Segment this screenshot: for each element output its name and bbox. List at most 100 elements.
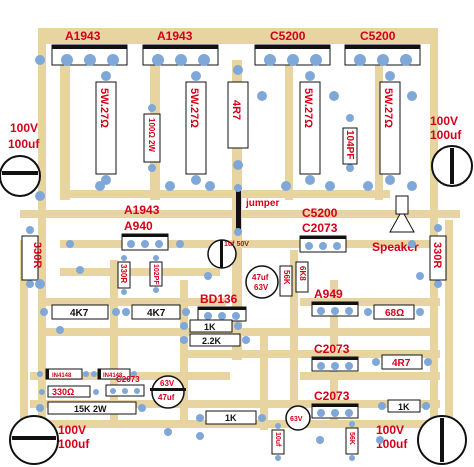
resistor-6k8-label: 6K8 bbox=[298, 266, 307, 281]
resistor-r4: 5W.27Ω bbox=[299, 71, 321, 185]
capacitor-left-top: 100V 100uf bbox=[0, 121, 41, 197]
resistor-1k-a-label: 1K bbox=[204, 322, 216, 332]
resistor-1k-c-label: 1K bbox=[225, 413, 237, 423]
capacitor-47uf: 47uf 63V bbox=[245, 265, 279, 299]
transistor-q1: A1943 bbox=[51, 29, 128, 66]
resistor-68ohm-label: 68Ω bbox=[385, 308, 404, 319]
capacitor-104pf-label: 104PF bbox=[344, 130, 355, 159]
capacitor-right-top-value: 100uf bbox=[430, 128, 462, 142]
capacitor-left-bottom-voltage: 100V bbox=[58, 423, 86, 437]
resistor-4r7-b-label: 4R7 bbox=[392, 358, 411, 369]
capacitor-right-top-voltage: 100V bbox=[430, 114, 458, 128]
resistor-100ohm-label: 100Ω 2W bbox=[147, 118, 156, 152]
transistor-c2073-a: C2073 bbox=[311, 342, 359, 372]
transistor-mid-right-label-2: C2073 bbox=[302, 221, 338, 235]
resistor-r3-label: 4R7 bbox=[230, 100, 242, 120]
resistor-56k-mid: 56K bbox=[279, 265, 293, 297]
resistor-r2: 5W.27Ω bbox=[185, 71, 207, 185]
transistor-mid-left: A1943 A940 bbox=[121, 203, 169, 251]
resistor-68ohm: 68Ω bbox=[364, 304, 424, 320]
transistor-mid-right: C5200 C2073 bbox=[299, 206, 347, 253]
capacitor-102pf-label: 102PF bbox=[152, 264, 159, 285]
resistor-330r-left-label: 330R bbox=[31, 242, 43, 268]
transistor-q3-label: C5200 bbox=[270, 29, 306, 43]
capacitor-63v-b-label: 63V bbox=[290, 416, 303, 423]
resistor-330ohm-low: 330Ω bbox=[39, 385, 99, 398]
capacitor-left-top-value: 100uf bbox=[8, 137, 40, 151]
resistor-r5: 5W.27Ω bbox=[379, 71, 401, 185]
resistor-56k-low: 56K bbox=[345, 421, 359, 461]
transistor-q4-label: C5200 bbox=[360, 29, 396, 43]
resistor-56k-mid-label: 56K bbox=[282, 270, 291, 285]
resistor-1k-a: 1K bbox=[180, 319, 242, 333]
capacitor-47uf-voltage: 63V bbox=[254, 283, 269, 292]
resistor-4k7-a: 4K7 bbox=[40, 304, 120, 320]
resistor-4k7-b-label: 4K7 bbox=[147, 308, 166, 319]
transistor-mid-left-label-1: A1943 bbox=[124, 203, 160, 217]
transistor-mid-left-label-2: A940 bbox=[124, 219, 153, 233]
resistor-r2-label: 5W.27Ω bbox=[188, 88, 200, 128]
resistor-56k-low-label: 56K bbox=[348, 432, 355, 445]
transistor-c2073-small: C2073 bbox=[105, 375, 145, 397]
resistor-330r-small: 330R bbox=[117, 255, 131, 295]
transistor-mid-right-label-1: C5200 bbox=[302, 206, 338, 220]
capacitor-1uf: 1uf 50V bbox=[207, 239, 249, 269]
resistor-330r-right: 330R bbox=[429, 224, 447, 288]
resistor-1k-b: 1K bbox=[378, 399, 430, 413]
resistor-330r-left: 330R bbox=[21, 226, 43, 288]
capacitor-left-bottom-value: 100uf bbox=[58, 437, 90, 451]
resistor-r3: 4R7 bbox=[227, 65, 249, 170]
resistor-4k7-a-label: 4K7 bbox=[70, 308, 89, 319]
capacitor-63v: 63V 47uf bbox=[150, 375, 186, 409]
capacitor-left-bottom: 100V 100uf bbox=[9, 415, 90, 465]
resistor-r4-label: 5W.27Ω bbox=[302, 88, 314, 128]
jumper-label: jumper bbox=[245, 198, 279, 209]
capacitor-104pf: 104PF bbox=[342, 114, 358, 172]
transistor-q2: A1943 bbox=[142, 29, 219, 66]
resistor-100ohm: 100Ω 2W bbox=[143, 104, 161, 172]
capacitor-10uf: 10uf bbox=[271, 423, 285, 461]
transistor-c2073-b-label: C2073 bbox=[314, 389, 350, 403]
capacitor-10uf-label: 10uf bbox=[274, 432, 281, 447]
resistor-4r7-b: 4R7 bbox=[372, 354, 432, 370]
resistor-2k2-label: 2.2K bbox=[202, 336, 222, 346]
resistor-330r-small-label: 330R bbox=[119, 264, 128, 283]
capacitor-1uf-label: 1uf 50V bbox=[224, 241, 249, 248]
transistor-q4: C5200 bbox=[344, 29, 421, 66]
resistor-r5-label: 5W.27Ω bbox=[382, 88, 394, 128]
capacitor-right-bottom: 100V 100uf bbox=[376, 415, 467, 465]
speaker-terminal: Speaker bbox=[372, 195, 419, 254]
transistor-c2073-small-label: C2073 bbox=[116, 375, 140, 384]
resistor-r1-label: 5W.27Ω bbox=[98, 88, 110, 128]
resistor-330r-right-label: 330R bbox=[431, 242, 443, 268]
capacitor-right-bottom-voltage: 100V bbox=[376, 423, 404, 437]
transistor-q1-label: A1943 bbox=[65, 29, 101, 43]
resistor-4k7-b: 4K7 bbox=[122, 304, 190, 320]
resistor-6k8: 6K8 bbox=[295, 261, 309, 293]
resistor-330ohm-low-label: 330Ω bbox=[52, 387, 74, 397]
diode-1-label: IN4148 bbox=[52, 373, 72, 379]
transistor-q3: C5200 bbox=[254, 29, 331, 66]
diode-2-label: IN4148 bbox=[103, 373, 123, 379]
capacitor-63v-voltage: 63V bbox=[160, 379, 175, 388]
transistor-bd136: BD136 bbox=[197, 292, 247, 322]
speaker-label: Speaker bbox=[372, 240, 419, 254]
transistor-c2073-a-label: C2073 bbox=[314, 342, 350, 356]
capacitor-47uf-value: 47uf bbox=[252, 273, 269, 282]
jumper-wire: jumper bbox=[234, 184, 279, 236]
transistor-q2-label: A1943 bbox=[157, 29, 193, 43]
resistor-15k-label: 15K 2W bbox=[74, 404, 107, 414]
resistor-1k-c: 1K bbox=[196, 410, 266, 425]
capacitor-63v-value: 47uf bbox=[158, 393, 175, 402]
capacitor-right-bottom-value: 100uf bbox=[376, 437, 408, 451]
resistor-2k2: 2.2K bbox=[180, 333, 250, 347]
diode-1: IN4148 bbox=[37, 368, 89, 380]
capacitor-left-top-voltage: 100V bbox=[10, 121, 38, 135]
transistor-bd136-label: BD136 bbox=[200, 292, 238, 306]
resistor-1k-b-label: 1K bbox=[398, 402, 410, 412]
diode-2: IN4148 bbox=[91, 368, 137, 380]
transistor-c2073-b: C2073 bbox=[311, 389, 359, 419]
solder-pads bbox=[35, 55, 424, 444]
capacitor-63v-b: 63V bbox=[285, 405, 311, 431]
